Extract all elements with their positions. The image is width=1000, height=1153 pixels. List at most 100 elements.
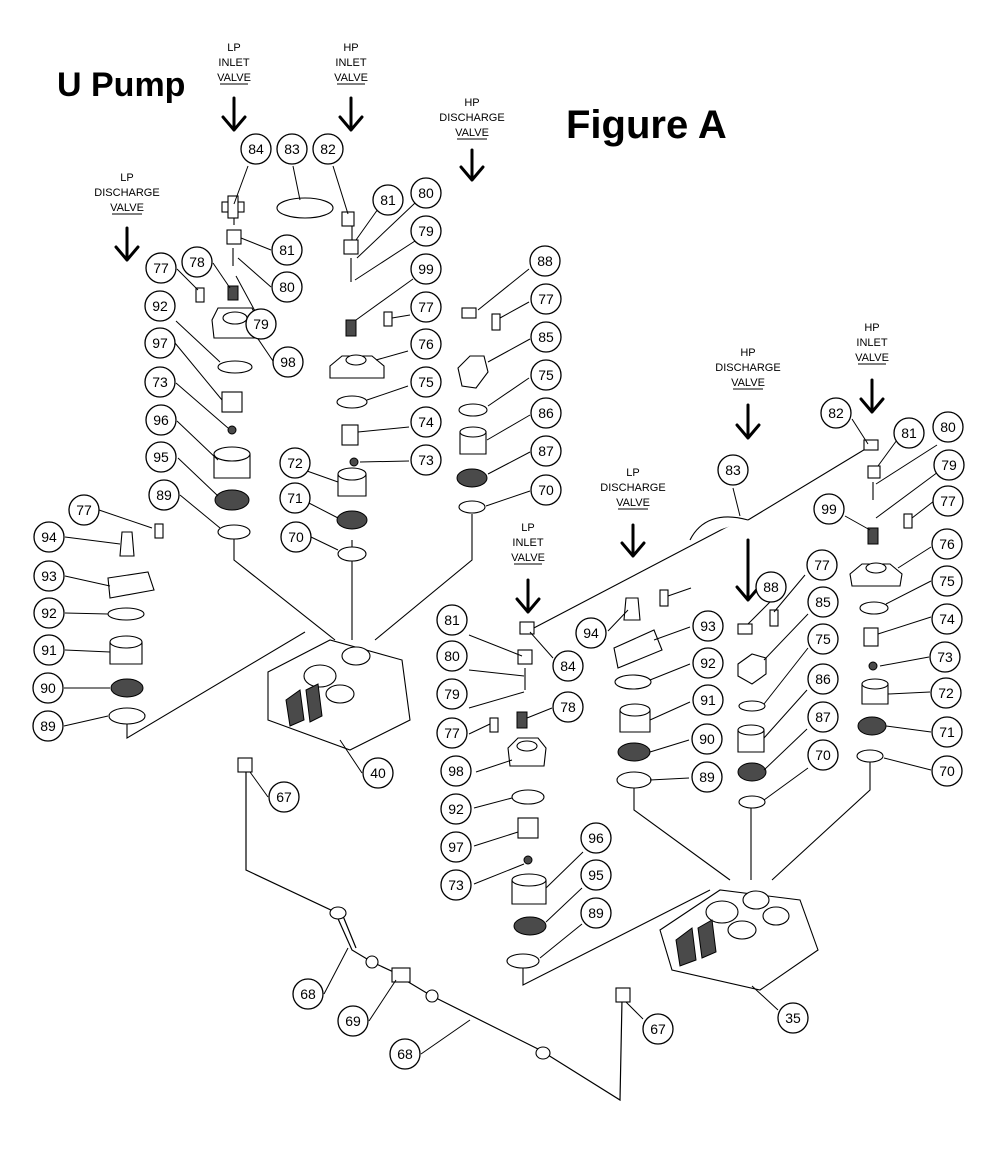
bolt <box>383 311 393 327</box>
callout: 74 <box>931 603 963 635</box>
callout-number: 71 <box>287 490 303 506</box>
callout: 95 <box>580 859 612 891</box>
callout: 73 <box>144 366 176 398</box>
callout: 73 <box>410 444 442 476</box>
valve-label-line: VALVE <box>855 352 889 364</box>
bolt <box>659 589 669 607</box>
valve-labels: LP INLET VALVE HP INLET VALVE HP DISCHAR… <box>94 42 889 614</box>
callout: 70 <box>280 521 312 553</box>
hose-fitting <box>365 955 379 969</box>
callout-number: 77 <box>940 493 956 509</box>
down-arrow-icon <box>459 148 485 182</box>
o-ring <box>738 700 766 712</box>
cap <box>343 239 359 255</box>
callout: 90 <box>691 723 723 755</box>
callout: 96 <box>580 822 612 854</box>
callout-number: 87 <box>815 709 831 725</box>
callout: 79 <box>933 449 965 481</box>
callout: 75 <box>807 623 839 655</box>
callout: 70 <box>807 739 839 771</box>
assembly-line <box>771 762 871 881</box>
valve-seat <box>513 916 547 936</box>
callout-number: 95 <box>153 449 169 465</box>
bolt <box>903 513 913 529</box>
spring <box>867 527 879 545</box>
callout-number: 94 <box>41 529 57 545</box>
manifold-port <box>727 920 757 940</box>
callout: 77 <box>530 283 562 315</box>
valve-ball <box>868 661 878 671</box>
callout-number: 70 <box>288 529 304 545</box>
callouts: 84 83 82 81 80 79 99 77 76 75 74 73 72 7… <box>32 133 965 1070</box>
callout: 70 <box>931 755 963 787</box>
valve-cover-top <box>345 354 367 366</box>
sleeve-top <box>459 426 487 438</box>
callout: 74 <box>410 406 442 438</box>
callout-number: 82 <box>320 141 336 157</box>
o-ring <box>107 607 145 621</box>
plug-fitting <box>119 531 135 557</box>
callout-number: 75 <box>538 367 554 383</box>
callout-number: 88 <box>763 579 779 595</box>
valve-ball <box>227 425 237 435</box>
callout-number: 75 <box>815 631 831 647</box>
valve-label-line: HP <box>740 347 755 359</box>
sleeve-top <box>737 724 765 736</box>
callout: 91 <box>692 684 724 716</box>
parts <box>107 195 913 1060</box>
bolt <box>154 523 164 539</box>
callout-number: 80 <box>418 185 434 201</box>
callout: 77 <box>932 485 964 517</box>
callout: 99 <box>813 493 845 525</box>
elbow-fitting <box>461 307 477 319</box>
callout-number: 99 <box>821 501 837 517</box>
callout: 98 <box>272 346 304 378</box>
callout-number: 74 <box>418 414 434 430</box>
manifold-port <box>341 646 371 666</box>
callout-number: 77 <box>153 260 169 276</box>
o-ring <box>511 789 545 805</box>
callout-number: 84 <box>248 141 264 157</box>
sleeve-top <box>861 678 889 690</box>
valve-cover <box>849 563 903 587</box>
callout: 89 <box>691 761 723 793</box>
assembly-line <box>374 514 473 641</box>
callout: 85 <box>807 586 839 618</box>
valve-label-line: VALVE <box>616 497 650 509</box>
valve-cover <box>613 629 663 669</box>
callout: 75 <box>530 359 562 391</box>
callout: 98 <box>440 755 472 787</box>
callout: 77 <box>436 717 468 749</box>
callout-number: 68 <box>397 1046 413 1062</box>
valve-label-line: VALVE <box>511 552 545 564</box>
elbow-fitting <box>737 623 753 635</box>
callout: 75 <box>931 565 963 597</box>
callout-number: 81 <box>444 612 460 628</box>
valve-seat <box>110 678 144 698</box>
valve-cover-top <box>222 311 248 325</box>
callout-number: 83 <box>725 462 741 478</box>
callout-number: 92 <box>152 298 168 314</box>
o-ring <box>337 546 367 562</box>
callout: 92 <box>692 647 724 679</box>
valve-cover-top <box>516 740 538 752</box>
hose <box>342 915 357 949</box>
callout: 72 <box>930 677 962 709</box>
o-ring <box>217 524 251 540</box>
valve-guide <box>341 424 359 446</box>
callout: 86 <box>807 663 839 695</box>
callout-number: 40 <box>370 765 386 781</box>
callout-number: 94 <box>583 625 599 641</box>
valve-label-hp-discharge-1: HP DISCHARGE VALVE <box>439 97 505 182</box>
callout: 82 <box>820 397 852 429</box>
callout-number: 67 <box>276 789 292 805</box>
callout: 67 <box>268 781 300 813</box>
plug-fitting <box>623 597 641 621</box>
valve-label-line: VALVE <box>110 202 144 214</box>
callout: 71 <box>931 716 963 748</box>
callout-number: 83 <box>284 141 300 157</box>
callout-number: 84 <box>560 658 576 674</box>
callout: 82 <box>312 133 344 165</box>
down-arrow-icon <box>620 523 646 558</box>
valve-label-line: DISCHARGE <box>439 112 504 124</box>
